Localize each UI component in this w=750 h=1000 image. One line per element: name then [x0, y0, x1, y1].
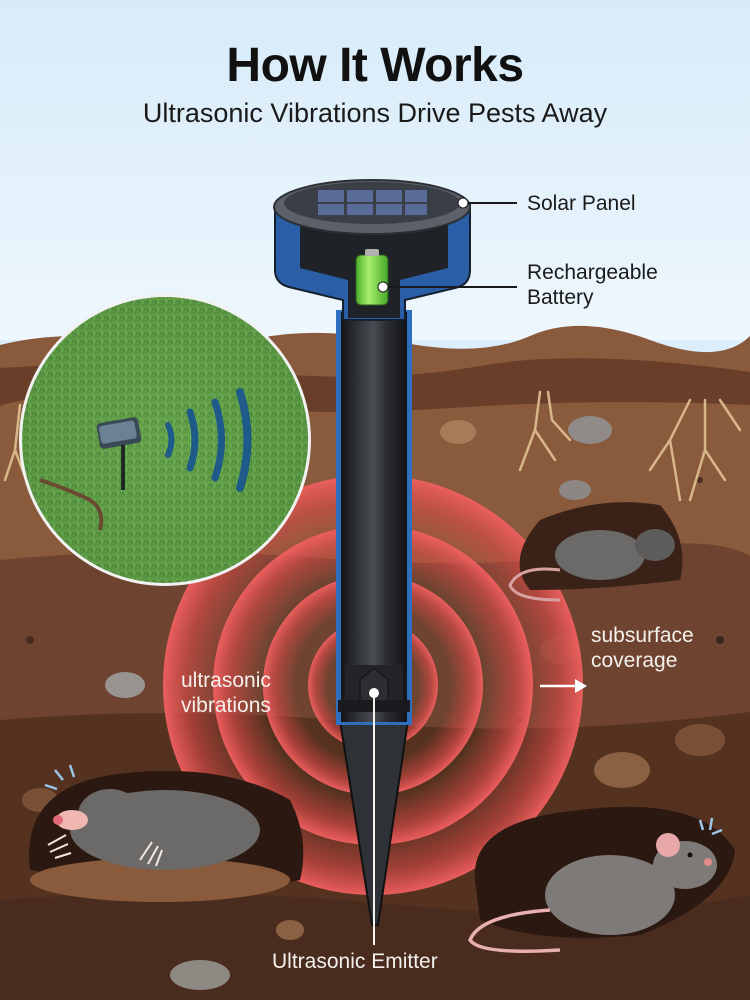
lawn-photo-inset: [19, 294, 311, 586]
emitter-label: Ultrasonic Emitter: [272, 950, 438, 973]
rat-illustration: [468, 806, 735, 953]
vibrations-label-line1: ultrasonic: [181, 669, 271, 692]
page-subtitle: Ultrasonic Vibrations Drive Pests Away: [142, 98, 608, 128]
battery-label-line2: Battery: [527, 286, 594, 309]
mole-illustration: [29, 764, 304, 902]
coverage-label-line2: coverage: [591, 649, 678, 672]
callout-lines: [369, 197, 587, 945]
coverage-label-line1: subsurface: [591, 624, 694, 647]
solar-cells: [318, 190, 427, 215]
rat-in-burrow-illustration: [508, 502, 683, 602]
battery-label-line1: Rechargeable: [527, 261, 658, 284]
solar-panel-label: Solar Panel: [527, 192, 636, 215]
vibrations-label-line2: vibrations: [181, 694, 271, 717]
page-title: How It Works: [226, 39, 524, 92]
repeller-device: [273, 179, 471, 926]
battery-icon: [355, 254, 389, 306]
